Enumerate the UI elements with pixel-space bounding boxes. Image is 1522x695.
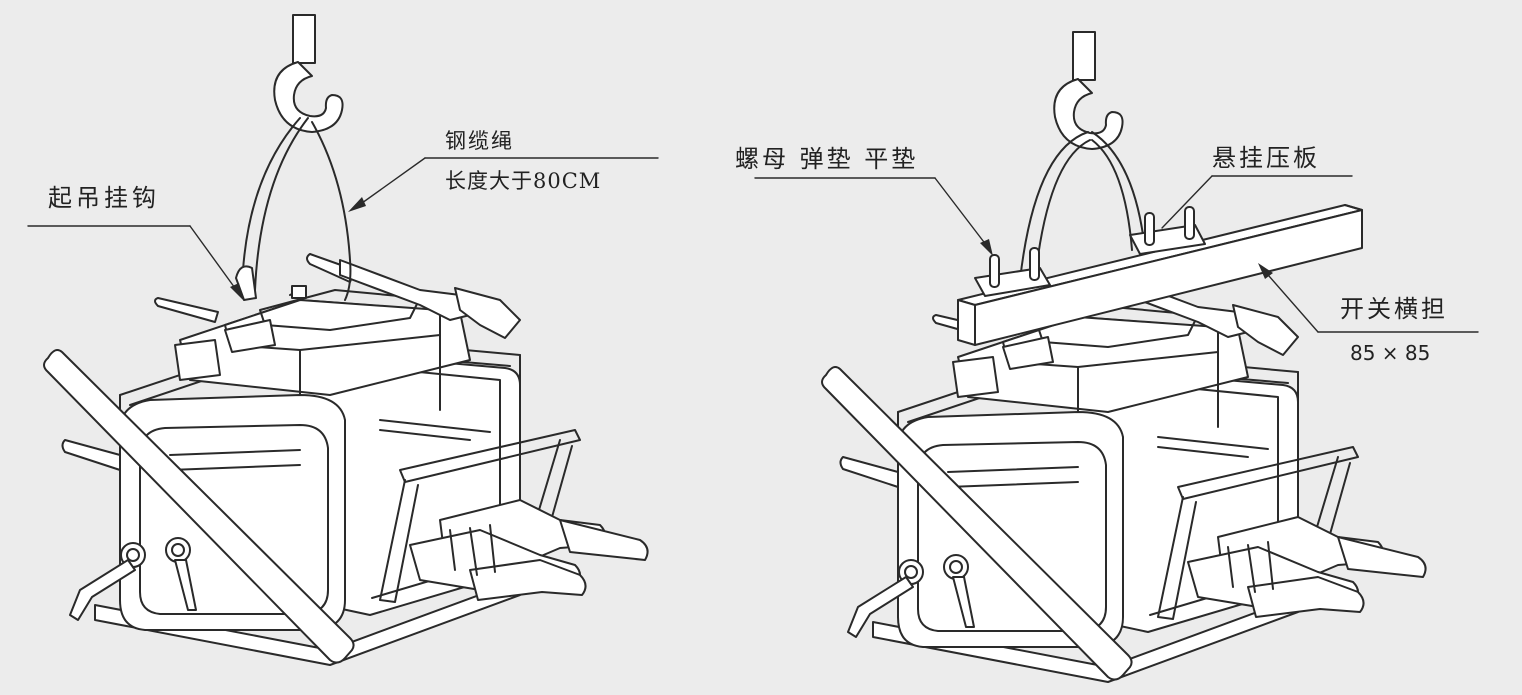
label-suspension-plate: 悬挂压板	[1212, 144, 1320, 172]
right-annotations: 螺母 弹垫 平垫 悬挂压板 开关横担 85 × 85	[735, 144, 1479, 365]
steel-cable-right	[1019, 131, 1146, 281]
right-extras	[957, 31, 1363, 346]
steel-cable-left	[241, 117, 352, 301]
suspension-plate-left	[974, 247, 1051, 297]
left-annotations: 钢缆绳 长度大于80CM 起吊挂钩	[27, 129, 659, 300]
crane-hook-left	[273, 14, 344, 133]
label-steel-cable: 钢缆绳	[445, 129, 514, 153]
label-lifting-hook: 起吊挂钩	[48, 184, 160, 212]
crane-hook-right	[1053, 31, 1124, 150]
left-switch-illustration	[43, 14, 649, 666]
label-nut-washers: 螺母 弹垫 平垫	[735, 145, 918, 173]
label-switch-crossarm: 开关横担	[1340, 295, 1448, 323]
suspension-plate-right	[1129, 206, 1206, 255]
crossarm-bar	[957, 204, 1363, 346]
label-crossarm-size: 85 × 85	[1350, 341, 1430, 365]
label-cable-length: 长度大于80CM	[445, 169, 601, 193]
